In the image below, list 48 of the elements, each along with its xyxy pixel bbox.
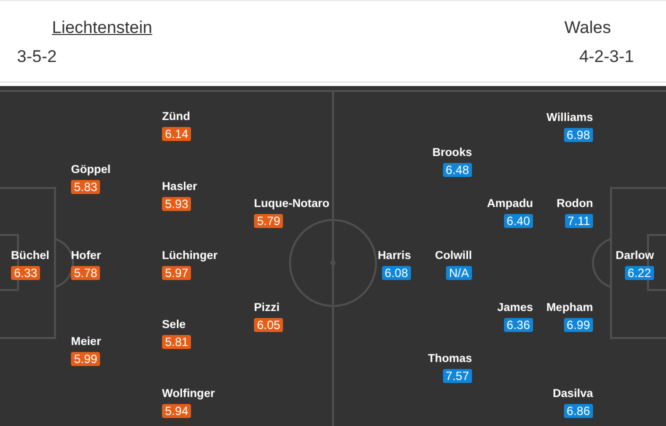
rating-badge: 6.08 xyxy=(382,266,411,280)
rating-badge: 6.86 xyxy=(564,404,593,418)
rating-badge: 6.05 xyxy=(254,318,284,332)
rating-badge: 6.99 xyxy=(564,318,593,332)
player-name: Göppel xyxy=(71,163,111,177)
player-name: Lüchinger xyxy=(162,249,218,263)
team-name: Wales xyxy=(564,18,611,38)
player-name: Hofer xyxy=(71,249,102,263)
player-name: Zünd xyxy=(162,110,190,124)
player-name: Thomas xyxy=(428,352,472,366)
player-name: Rodon xyxy=(556,197,593,211)
rating-badge: 5.83 xyxy=(71,180,100,194)
rating-badge: N/A xyxy=(446,266,472,280)
rating-badge: 6.98 xyxy=(564,128,593,142)
rating-badge: 6.14 xyxy=(162,127,192,141)
rating-badge: 5.99 xyxy=(71,352,100,366)
rating-badge: 6.48 xyxy=(442,163,472,177)
rating-badge: 5.93 xyxy=(162,197,192,211)
player-name: Darlow xyxy=(616,249,654,263)
rating-badge: 6.36 xyxy=(504,318,533,332)
rating-badge: 7.57 xyxy=(442,369,472,383)
rating-badge: 5.79 xyxy=(254,214,284,228)
player-name: Harris xyxy=(378,249,411,263)
rating-badge: 5.81 xyxy=(162,335,192,349)
rating-badge: 6.40 xyxy=(504,214,533,228)
player-name: James xyxy=(497,301,533,315)
player-name: Hasler xyxy=(162,180,198,194)
player-name: Colwill xyxy=(434,249,472,263)
formation-label: 4-2-3-1 xyxy=(579,47,634,67)
player-name: Brooks xyxy=(432,146,472,160)
formation-label: 3-5-2 xyxy=(17,47,57,67)
player-name: Wolfinger xyxy=(162,387,215,401)
player-name: Büchel xyxy=(11,249,50,263)
rating-badge: 5.94 xyxy=(162,404,192,418)
rating-badge: 6.22 xyxy=(624,266,654,280)
rating-badge: 6.33 xyxy=(11,266,40,280)
player-name: Meier xyxy=(71,335,102,349)
player-name: Williams xyxy=(546,111,593,125)
player-name: Dasilva xyxy=(552,387,593,401)
player-name: Sele xyxy=(162,318,186,332)
team-name-link: Liechtenstein xyxy=(52,18,152,38)
rating-badge: 5.78 xyxy=(71,266,100,280)
rating-badge: 5.97 xyxy=(162,266,192,280)
player-name: Luque-Notaro xyxy=(254,197,330,211)
player-name: Ampadu xyxy=(487,197,533,211)
player-name: Pizzi xyxy=(254,301,280,315)
player-name: Mepham xyxy=(546,301,593,315)
rating-badge: 7.11 xyxy=(564,214,593,228)
